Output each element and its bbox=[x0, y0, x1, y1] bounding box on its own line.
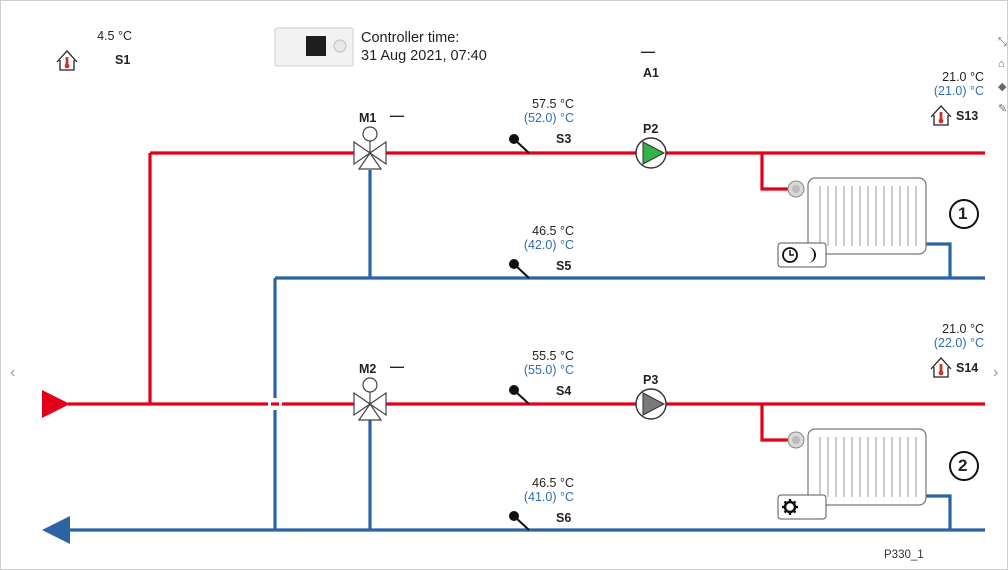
sensor-probe-s4[interactable] bbox=[508, 384, 530, 405]
room-1-actual-temp: 21.0 °C bbox=[942, 70, 984, 84]
output-a1-state: — bbox=[641, 43, 655, 59]
sensor-s3-setpoint: (52.0) °C bbox=[523, 111, 574, 125]
controller-time-label: Controller time: bbox=[361, 30, 460, 46]
supply-inlet-arrow bbox=[42, 390, 70, 418]
return-outlet-arrow bbox=[42, 516, 70, 544]
gear-icon bbox=[782, 499, 798, 515]
sensor-s5-actual: 46.5 °C bbox=[532, 224, 574, 238]
radiator-1[interactable] bbox=[787, 177, 927, 255]
next-arrow-icon[interactable]: › bbox=[993, 364, 999, 381]
sensor-s6-actual: 46.5 °C bbox=[532, 476, 574, 490]
sensor-probe-s5[interactable] bbox=[508, 258, 530, 279]
room-1-setpoint-temp: (21.0) °C bbox=[933, 84, 984, 98]
circuit-1-badge bbox=[949, 199, 979, 229]
mixing-valve-m1[interactable] bbox=[353, 126, 387, 170]
room-2-actual-temp: 21.0 °C bbox=[942, 322, 984, 336]
sensor-s3-label[interactable]: S3 bbox=[556, 132, 572, 146]
outdoor-house-icon bbox=[56, 50, 78, 71]
moon-icon bbox=[808, 247, 816, 263]
supply-pipes bbox=[68, 151, 985, 442]
output-a1-label[interactable]: A1 bbox=[643, 66, 659, 80]
mixer-m1-label[interactable]: M1 bbox=[359, 111, 377, 125]
circuit-1-number: 1 bbox=[958, 204, 968, 223]
fullscreen-icon[interactable]: ⤡ bbox=[998, 36, 1007, 48]
room-1-house-icon bbox=[930, 105, 952, 126]
circuit-2-badge bbox=[949, 451, 979, 481]
sensor-s4-setpoint: (55.0) °C bbox=[523, 363, 574, 377]
circuit-2-number: 2 bbox=[958, 456, 968, 475]
return-pipes bbox=[63, 170, 985, 532]
pump-p3[interactable] bbox=[635, 388, 667, 420]
controller-device-image[interactable] bbox=[274, 27, 354, 67]
room-2-house-icon bbox=[930, 357, 952, 378]
room-2-setpoint-temp: (22.0) °C bbox=[933, 336, 984, 350]
pump-p2[interactable] bbox=[635, 137, 667, 169]
mixer-m1-state: — bbox=[390, 107, 404, 123]
sensor-s14-label[interactable]: S14 bbox=[956, 361, 979, 375]
edit-icon[interactable]: ✎ bbox=[998, 103, 1008, 115]
sensor-s13-label[interactable]: S13 bbox=[956, 109, 979, 123]
sensor-s5-setpoint: (42.0) °C bbox=[523, 238, 574, 252]
mixer-m2-state: — bbox=[390, 358, 404, 374]
mode-box-2[interactable] bbox=[777, 494, 827, 520]
sensor-s3-actual: 57.5 °C bbox=[532, 97, 574, 111]
sensor-s4-label[interactable]: S4 bbox=[556, 384, 572, 398]
previous-arrow-icon[interactable]: ‹ bbox=[10, 364, 16, 381]
sensor-s6-setpoint: (41.0) °C bbox=[523, 490, 574, 504]
radiator-2[interactable] bbox=[787, 428, 927, 506]
sensor-probe-s6[interactable] bbox=[508, 510, 530, 531]
sensor-probe-s3[interactable] bbox=[508, 133, 530, 154]
sensor-s1-label[interactable]: S1 bbox=[115, 53, 131, 67]
clock-icon bbox=[782, 247, 798, 263]
sensor-s4-actual: 55.5 °C bbox=[532, 349, 574, 363]
pump-p3-label[interactable]: P3 bbox=[643, 373, 659, 387]
scheme-id-label: P330_1 bbox=[884, 549, 924, 561]
outdoor-temp: 4.5 °C bbox=[97, 29, 132, 43]
controller-time-value: 31 Aug 2021, 07:40 bbox=[361, 48, 487, 64]
mode-box-1[interactable] bbox=[777, 242, 827, 268]
mixing-valve-m2[interactable] bbox=[353, 377, 387, 421]
sensor-s6-label[interactable]: S6 bbox=[556, 511, 572, 525]
mixer-m2-label[interactable]: M2 bbox=[359, 362, 377, 376]
home-icon[interactable]: ⌂ bbox=[998, 58, 1005, 70]
pump-p2-label[interactable]: P2 bbox=[643, 122, 659, 136]
sensor-s5-label[interactable]: S5 bbox=[556, 259, 572, 273]
tag-icon[interactable]: ◆ bbox=[998, 81, 1007, 93]
